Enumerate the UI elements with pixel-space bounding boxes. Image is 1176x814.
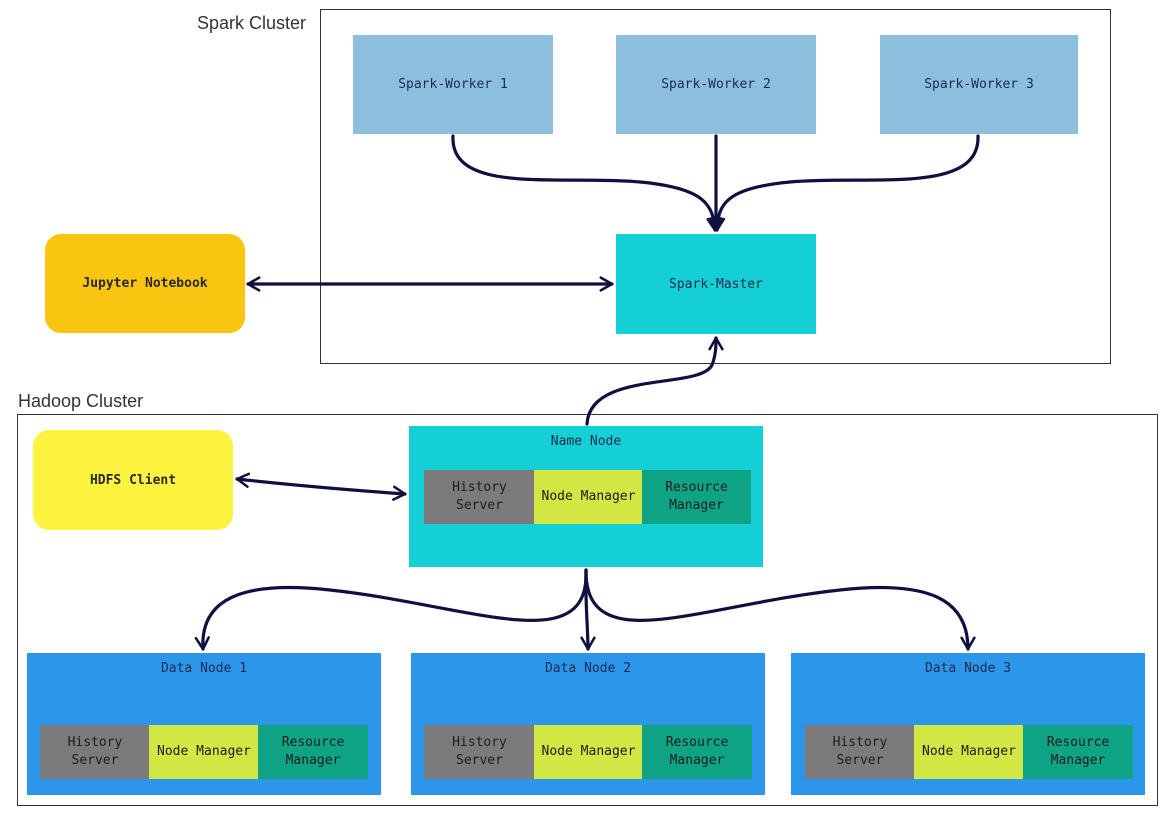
resource-manager: Resource Manager bbox=[1023, 725, 1133, 779]
spark-master[interactable]: Spark-Master bbox=[616, 234, 816, 334]
edge-worker3-master bbox=[709, 134, 980, 232]
edge-namenode-master bbox=[585, 336, 724, 426]
data-node-1[interactable]: Data Node 1 History Server Node Manager … bbox=[27, 653, 381, 795]
node-manager: Node Manager bbox=[914, 725, 1024, 779]
spark-worker-3[interactable]: Spark-Worker 3 bbox=[880, 35, 1078, 134]
data-node-2[interactable]: Data Node 2 History Server Node Manager … bbox=[411, 653, 765, 795]
name-node[interactable]: Name Node History Server Node Manager Re… bbox=[409, 426, 763, 567]
history-server: History Server bbox=[805, 725, 915, 779]
data-node-title: Data Node 3 bbox=[924, 661, 1012, 676]
resource-manager: Resource Manager bbox=[642, 725, 752, 779]
spark-worker-2[interactable]: Spark-Worker 2 bbox=[616, 35, 816, 134]
spark-worker-1[interactable]: Spark-Worker 1 bbox=[353, 35, 553, 134]
node-manager: Node Manager bbox=[534, 470, 643, 524]
node-manager: Node Manager bbox=[149, 725, 259, 779]
data-node-title: Data Node 1 bbox=[160, 661, 248, 676]
edge-hdfs-namenode bbox=[235, 472, 407, 501]
spark-cluster-label: Spark Cluster bbox=[197, 13, 307, 33]
history-server: History Server bbox=[40, 725, 150, 779]
history-server: History Server bbox=[424, 725, 535, 779]
edge-worker1-master bbox=[451, 134, 722, 232]
edge-namenode-datanode3 bbox=[584, 568, 976, 651]
hadoop-cluster-label: Hadoop Cluster bbox=[18, 391, 144, 411]
resource-manager: Resource Manager bbox=[258, 725, 368, 779]
data-node-3[interactable]: Data Node 3 History Server Node Manager … bbox=[791, 653, 1145, 795]
history-server: History Server bbox=[424, 470, 535, 524]
hdfs-client[interactable]: HDFS Client bbox=[33, 430, 233, 530]
edge-namenode-datanode1 bbox=[194, 568, 588, 651]
jupyter-notebook[interactable]: Jupyter Notebook bbox=[45, 234, 245, 333]
data-node-title: Data Node 2 bbox=[544, 661, 632, 676]
name-node-title: Name Node bbox=[550, 434, 622, 449]
spark-cluster-box bbox=[320, 9, 1111, 364]
resource-manager: Resource Manager bbox=[642, 470, 751, 524]
node-manager: Node Manager bbox=[534, 725, 643, 779]
